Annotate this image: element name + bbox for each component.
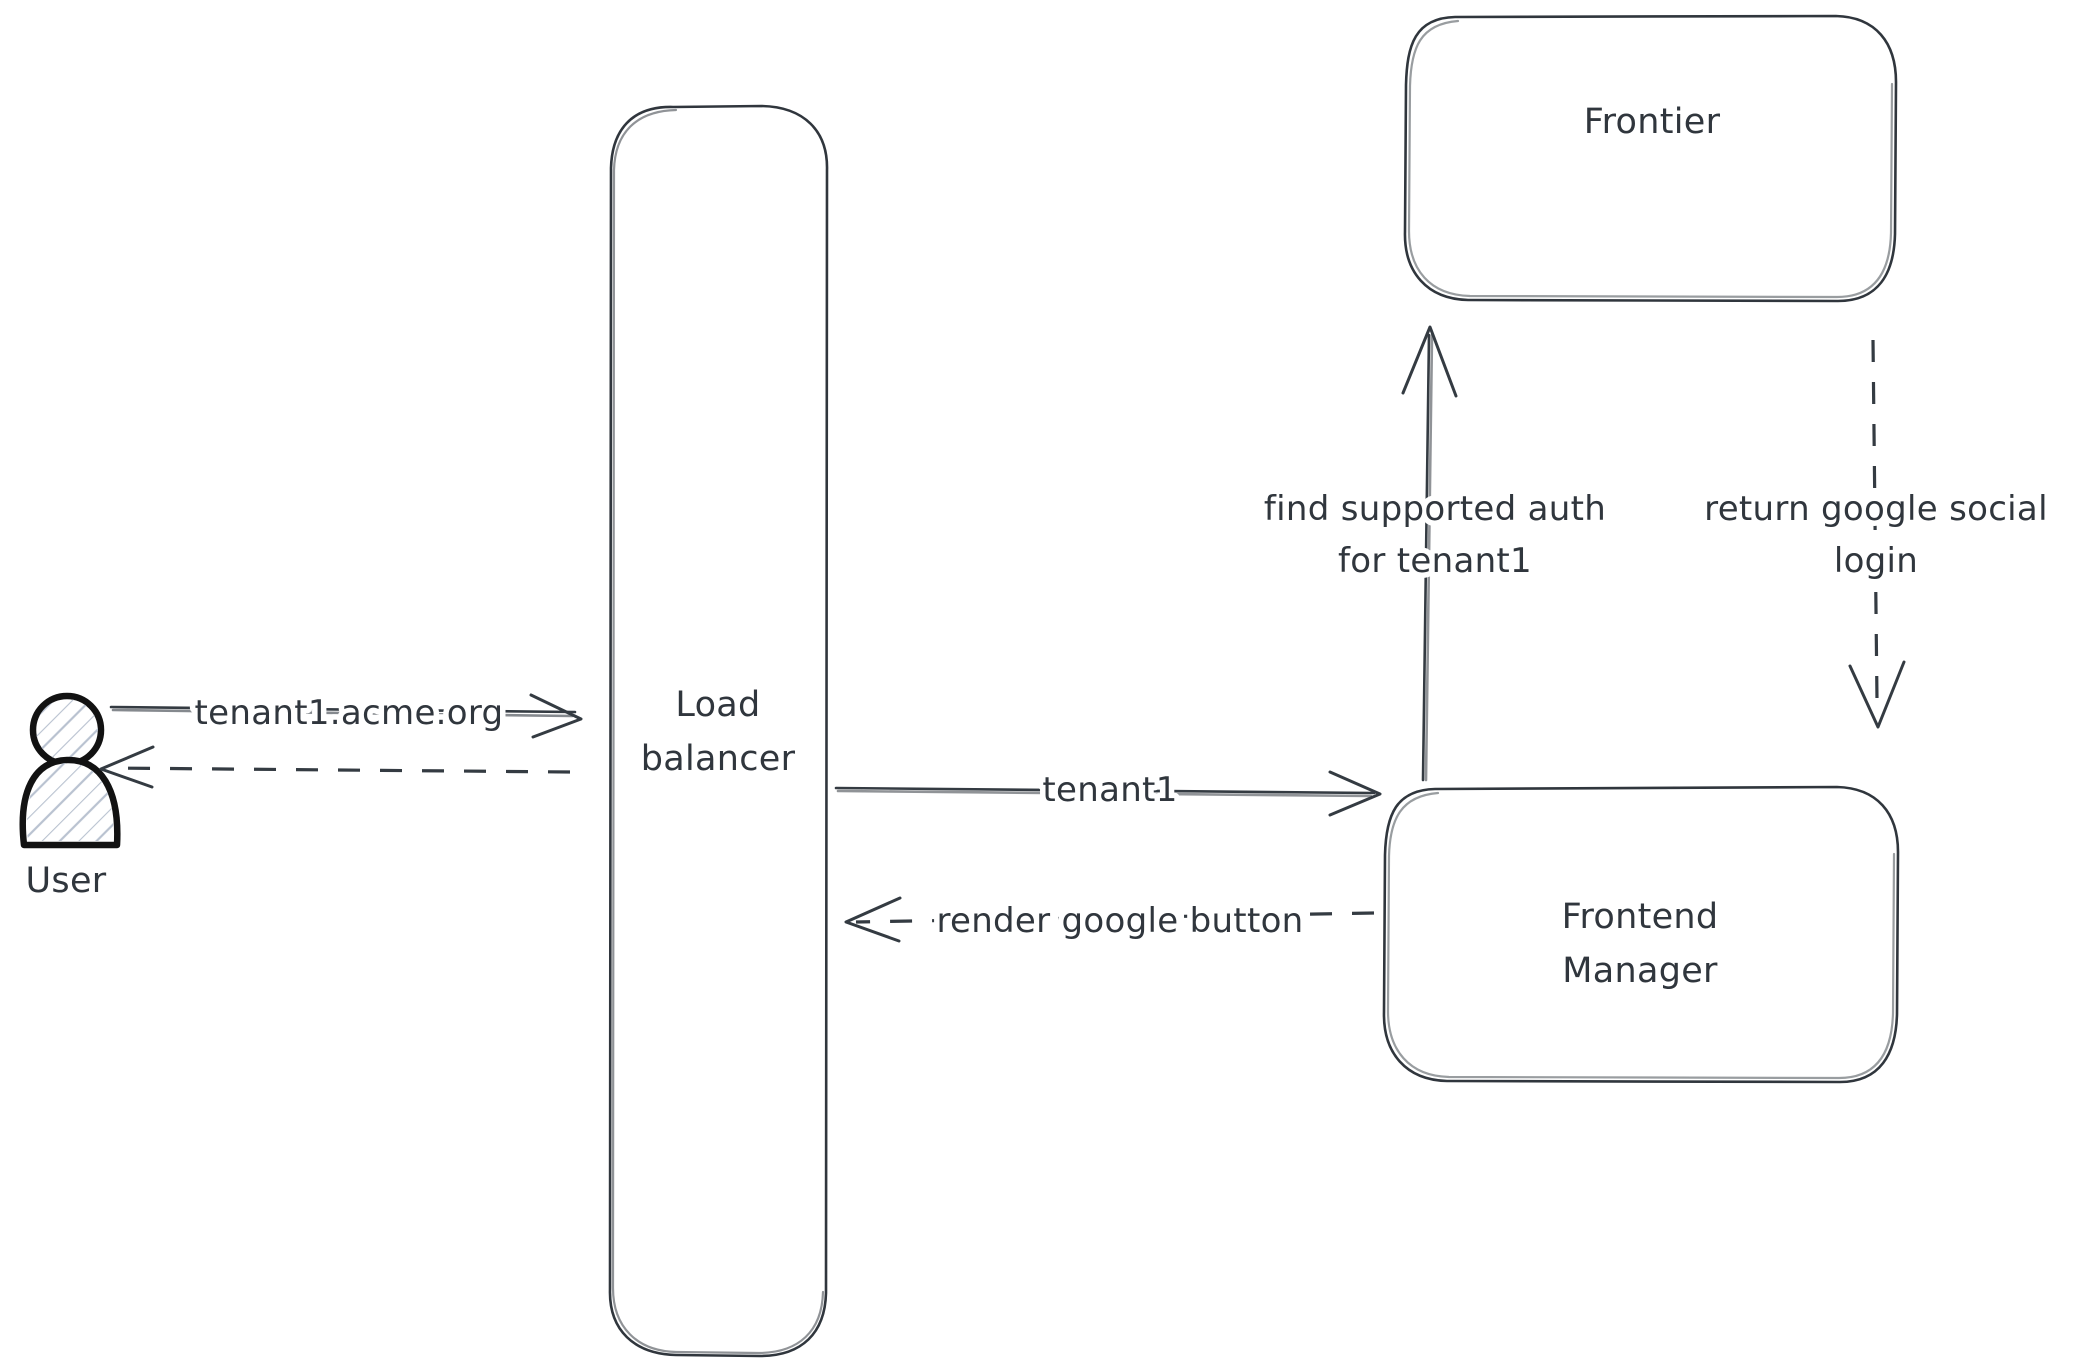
- load-balancer-label-line2: balancer: [641, 739, 796, 779]
- edge-load-balancer-to-frontend-manager[interactable]: tenant1: [834, 765, 1382, 817]
- node-load-balancer[interactable]: Load balancer: [608, 104, 829, 1358]
- edge-label-render-google-button: render google button: [936, 901, 1303, 941]
- edge-label-find-supported-auth-line1: find supported auth: [1264, 489, 1606, 529]
- edge-label-find-supported-auth-line2: for tenant1: [1338, 541, 1532, 581]
- edge-label-return-google-social-line1: return google social: [1704, 489, 2048, 529]
- load-balancer-label-line1: Load: [675, 685, 760, 725]
- edge-user-to-load-balancer[interactable]: tenant1.acme.org: [109, 688, 583, 739]
- user-label: User: [26, 861, 107, 901]
- edge-frontend-manager-to-load-balancer[interactable]: render google button: [844, 896, 1375, 947]
- frontend-manager-label-line2: Manager: [1562, 951, 1718, 991]
- node-user[interactable]: User: [19, 692, 121, 901]
- edge-frontend-manager-to-frontier[interactable]: find supported auth for tenant1: [1258, 325, 1611, 782]
- user-actor-icon: [19, 692, 121, 849]
- edge-frontier-to-frontend-manager[interactable]: return google social login: [1699, 339, 2053, 729]
- edge-label-tenant1: tenant1: [1042, 770, 1177, 810]
- edge-label-tenant1-acme-org: tenant1.acme.org: [195, 693, 504, 733]
- node-frontier[interactable]: Frontier: [1403, 14, 1898, 303]
- frontend-manager-label-line1: Frontend: [1562, 897, 1719, 937]
- edge-load-balancer-to-user[interactable]: [99, 745, 571, 789]
- edge-label-return-google-social-line2: login: [1834, 541, 1918, 581]
- frontier-label: Frontier: [1584, 102, 1721, 142]
- node-frontend-manager[interactable]: Frontend Manager: [1382, 785, 1900, 1084]
